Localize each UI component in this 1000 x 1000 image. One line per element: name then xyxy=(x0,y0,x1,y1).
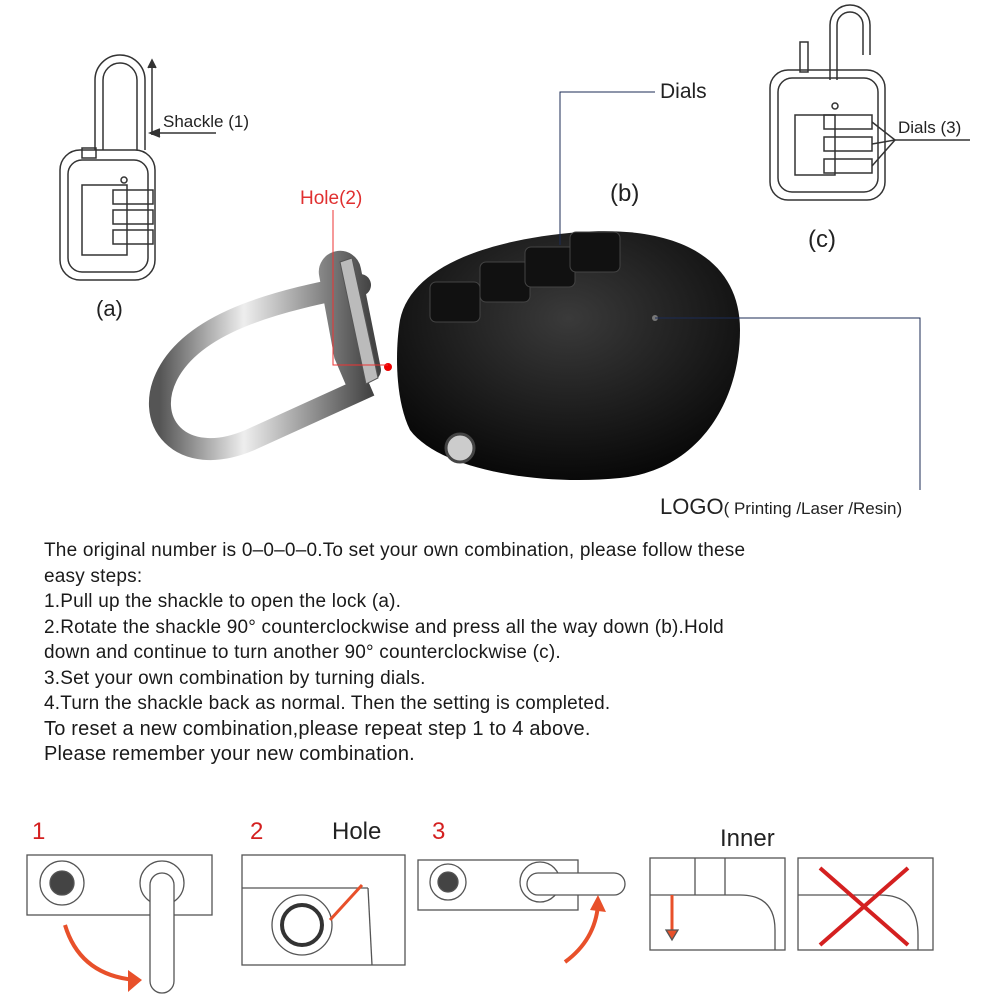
step-2-number: 2 xyxy=(250,818,264,845)
instruction-line: 1.Pull up the shackle to open the lock (… xyxy=(44,591,402,612)
logo-text: LOGO xyxy=(660,494,724,519)
instruction-line: Please remember your new combination. xyxy=(44,743,415,765)
hole-label: Hole(2) xyxy=(300,188,363,209)
lock-sketch-c xyxy=(769,4,970,201)
inner-label: Inner xyxy=(720,825,775,852)
lock-sketch-a xyxy=(59,54,216,281)
instruction-line: 3.Set your own combination by turning di… xyxy=(44,667,426,689)
instructions: The original number is 0–0–0–0.To set yo… xyxy=(44,538,984,768)
instruction-line: The original number is 0–0–0–0.To set yo… xyxy=(44,540,746,561)
instruction-line: 4.Turn the shackle back as normal. Then … xyxy=(44,693,611,714)
instruction-line: 2.Rotate the shackle 90° counterclockwis… xyxy=(44,616,724,638)
figure-a-label: (a) xyxy=(96,296,123,321)
callout-lines xyxy=(332,91,921,490)
padlock-photo xyxy=(149,231,740,480)
figure-c-label: (c) xyxy=(808,226,836,253)
instruction-line: easy steps: xyxy=(44,565,143,587)
instruction-line: down and continue to turn another 90° co… xyxy=(44,642,561,663)
dials-label: Dials xyxy=(660,80,707,103)
dials-3-label: Dials (3) xyxy=(898,118,962,137)
logo-note: ( Printing /Laser /Resin) xyxy=(723,499,903,518)
logo-label: LOGO( Printing /Laser /Resin) xyxy=(660,494,902,520)
shackle-label: Shackle (1) xyxy=(163,112,249,131)
step-1-number: 1 xyxy=(32,818,46,845)
step-diagrams xyxy=(26,854,934,994)
step-2-hole-label: Hole xyxy=(332,818,382,845)
step-3-number: 3 xyxy=(432,818,446,845)
instruction-line: To reset a new combination,please repeat… xyxy=(44,717,591,740)
figure-b-label: (b) xyxy=(610,180,640,207)
